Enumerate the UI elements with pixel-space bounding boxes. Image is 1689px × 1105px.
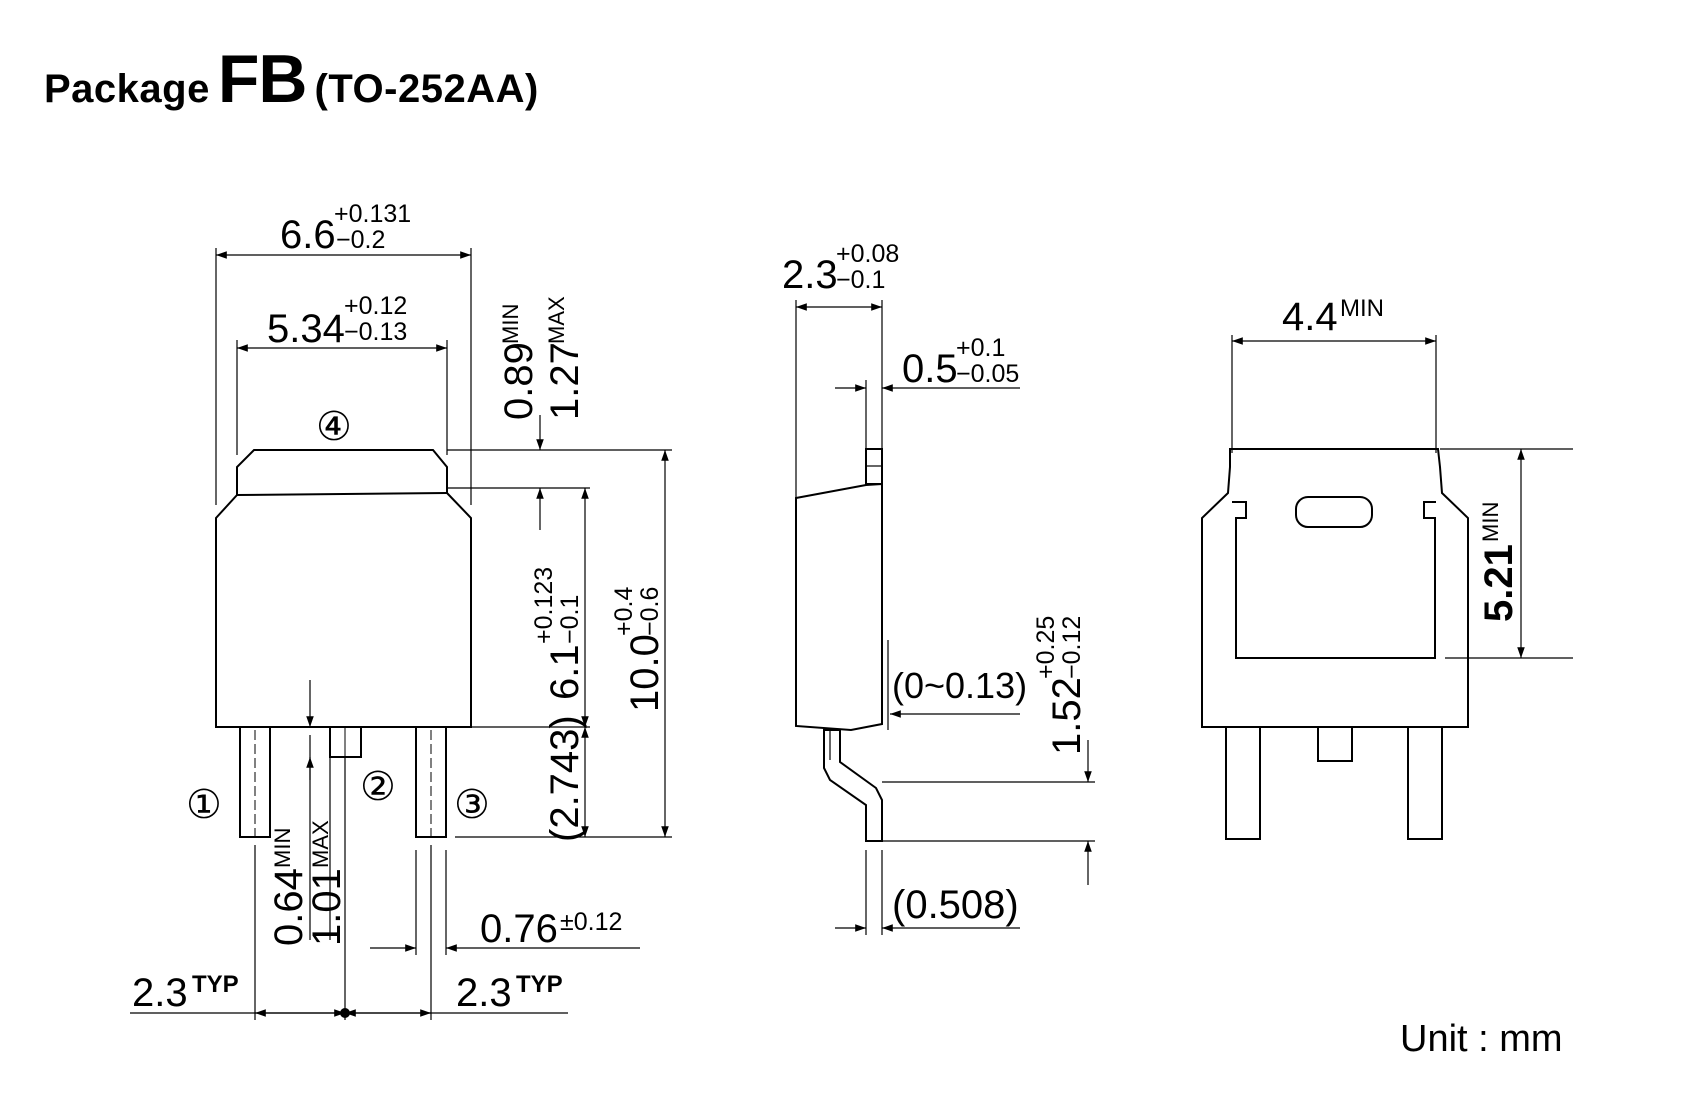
svg-text:(0~0.13): (0~0.13) — [892, 665, 1027, 706]
svg-text:−0.05: −0.05 — [956, 360, 1019, 388]
dim-pitch-right: 2.3 TYP — [456, 971, 563, 1015]
svg-text:−0.6: −0.6 — [636, 587, 664, 636]
title-suffix: (TO-252AA) — [314, 67, 539, 111]
svg-text:−0.1: −0.1 — [836, 266, 885, 294]
title-prefix: Package — [44, 67, 210, 111]
svg-text:5.34: 5.34 — [267, 307, 345, 351]
dim-side-1-52: 1.52 +0.25 −0.12 — [1032, 616, 1089, 755]
svg-text:MIN: MIN — [270, 828, 295, 868]
svg-text:MIN: MIN — [1478, 502, 1503, 542]
svg-text:TYP: TYP — [192, 971, 239, 998]
svg-text:±0.12: ±0.12 — [560, 908, 622, 936]
dim-back-5-21: 5.21 MIN — [1477, 502, 1521, 622]
svg-text:−0.12: −0.12 — [1058, 616, 1086, 679]
pin-2-label: ② — [360, 764, 396, 810]
back-pin-3 — [1407, 726, 1443, 840]
front-view — [215, 449, 472, 838]
pitch-center-dot — [340, 1008, 350, 1018]
svg-text:−0.2: −0.2 — [336, 226, 385, 254]
back-dimension-lines — [1231, 335, 1573, 659]
dim-0-76: 0.76 ±0.12 — [480, 907, 622, 951]
svg-text:TYP: TYP — [516, 971, 563, 998]
svg-text:6.1: 6.1 — [543, 644, 587, 700]
dim-side-2-3: 2.3 +0.08 −0.1 — [782, 240, 899, 297]
pin-1-label: ① — [186, 782, 222, 828]
dim-side-0-0-13: (0~0.13) — [892, 665, 1027, 706]
dim-pitch-left: 2.3 TYP — [132, 971, 239, 1015]
svg-text:(2.743): (2.743) — [543, 715, 587, 842]
front-tab-outline — [236, 449, 448, 495]
svg-text:0.76: 0.76 — [480, 907, 558, 951]
dim-1-01-max: 1.01 MAX — [305, 820, 349, 946]
svg-text:MAX: MAX — [308, 820, 333, 868]
front-body-outline — [215, 492, 472, 728]
svg-text:+0.1: +0.1 — [956, 334, 1005, 362]
front-tab-step — [236, 492, 448, 496]
back-outline — [1201, 448, 1469, 728]
svg-text:4.4: 4.4 — [1282, 295, 1338, 339]
svg-text:2.3: 2.3 — [132, 971, 188, 1015]
svg-text:10.0: 10.0 — [623, 634, 667, 712]
back-slot — [1295, 496, 1373, 528]
svg-text:2.3: 2.3 — [456, 971, 512, 1015]
svg-text:+0.131: +0.131 — [334, 200, 411, 228]
dim-0-64-min: 0.64 MIN — [267, 828, 311, 946]
svg-text:MIN: MIN — [1340, 295, 1384, 322]
svg-text:0.64: 0.64 — [267, 868, 311, 946]
side-body-outline — [795, 482, 883, 732]
unit-label: Unit : mm — [1400, 1018, 1563, 1060]
svg-text:+0.08: +0.08 — [836, 240, 899, 268]
back-pin-2-stub — [1317, 726, 1353, 762]
title-code: FB — [217, 41, 308, 117]
dim-back-4-4: 4.4 MIN — [1282, 295, 1384, 339]
dim-width-6-6: 6.6 +0.131 −0.2 — [280, 200, 411, 257]
svg-text:0.5: 0.5 — [902, 347, 958, 391]
svg-text:(0.508): (0.508) — [892, 883, 1019, 927]
side-view — [795, 448, 883, 842]
front-dimension-lines — [130, 248, 672, 1020]
side-lead — [823, 729, 883, 842]
svg-text:5.21: 5.21 — [1477, 544, 1521, 622]
side-dimension-lines — [795, 300, 1095, 935]
svg-text:1.27: 1.27 — [543, 342, 587, 420]
dim-10-0: 10.0 +0.4 −0.6 — [610, 587, 667, 712]
back-heatsink-inner — [1232, 501, 1436, 659]
svg-text:1.01: 1.01 — [305, 868, 349, 946]
dim-1-27-max: 1.27 MAX — [543, 296, 587, 420]
dim-2-743: (2.743) — [543, 715, 587, 842]
svg-text:+0.4: +0.4 — [610, 587, 638, 636]
back-view — [1201, 448, 1469, 840]
pin-3-label: ③ — [454, 782, 490, 828]
svg-text:MIN: MIN — [498, 304, 523, 344]
svg-text:+0.12: +0.12 — [344, 292, 407, 320]
svg-text:−0.1: −0.1 — [556, 595, 584, 644]
dim-6-1: 6.1 +0.123 −0.1 — [530, 567, 587, 700]
svg-text:+0.123: +0.123 — [530, 567, 558, 644]
dim-width-5-34: 5.34 +0.12 −0.13 — [267, 292, 407, 351]
svg-text:2.3: 2.3 — [782, 253, 838, 297]
svg-text:1.52: 1.52 — [1045, 677, 1089, 755]
dim-side-0-5: 0.5 +0.1 −0.05 — [902, 334, 1019, 391]
pin-4-label: ④ — [316, 404, 352, 450]
dim-0-89-min: 0.89 MIN — [497, 304, 541, 420]
svg-text:6.6: 6.6 — [280, 213, 336, 257]
svg-text:+0.25: +0.25 — [1032, 616, 1060, 679]
svg-text:−0.13: −0.13 — [344, 318, 407, 346]
svg-text:0.89: 0.89 — [497, 342, 541, 420]
svg-text:MAX: MAX — [544, 296, 569, 344]
back-pin-1 — [1225, 726, 1261, 840]
dim-side-0-508: (0.508) — [892, 883, 1019, 927]
